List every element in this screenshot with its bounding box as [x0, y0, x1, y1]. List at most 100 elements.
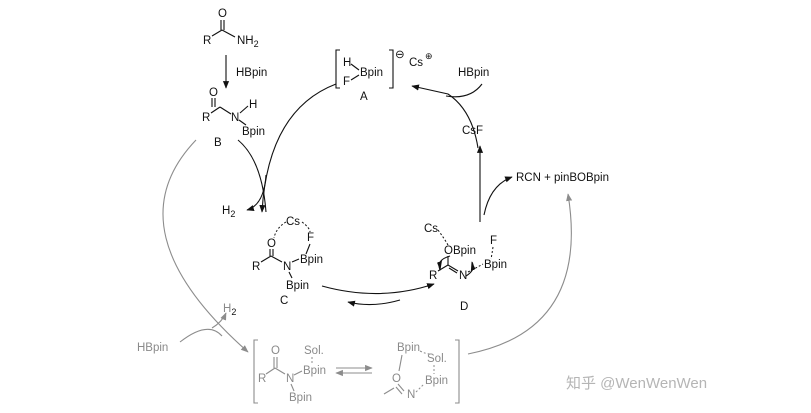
c-bpin2-label: Bpin — [286, 280, 309, 292]
g1-o-label: O — [271, 345, 280, 357]
g2-bond-r — [383, 387, 395, 395]
compound-a-structure: H F Bpin ⊖ Cs ⊕ — [335, 49, 433, 89]
arrow-a-to-c — [259, 83, 337, 213]
c-o-label: O — [267, 238, 276, 250]
g1-bpin2-label: Bpin — [289, 392, 312, 404]
arrow-d-to-c — [347, 299, 401, 307]
d-f-label: F — [490, 235, 497, 247]
g2-sol-label: Sol. — [427, 353, 447, 365]
compound-d-structure: Cs OBpin F R N Bpin — [424, 223, 507, 282]
g1-r-label: R — [258, 373, 266, 385]
a-charge: ⊖ — [395, 49, 405, 61]
arrow-c-to-d — [321, 283, 435, 295]
d-cs-label: Cs — [424, 223, 438, 235]
g2-bpin1-label: Bpin — [397, 342, 420, 354]
g1-bond-nb1 — [293, 370, 303, 376]
compound-a-label: A — [360, 91, 368, 103]
compound-b-label: B — [214, 137, 222, 149]
arrow-hbpin-gray — [179, 328, 223, 343]
reagent-hbpin-gray: HBpin — [137, 342, 168, 354]
g2-bpin2-label: Bpin — [425, 375, 448, 387]
g2-dash-n-b — [415, 383, 425, 393]
amide-structure: R O NH2 — [203, 8, 259, 49]
c-dash-cs-o — [273, 221, 287, 239]
g1-n-label: N — [286, 373, 294, 385]
d-dash-f-b — [490, 246, 494, 260]
d-bond-cn-2 — [448, 267, 458, 274]
b-bond-r — [210, 106, 221, 114]
g2-o-label: O — [392, 373, 401, 385]
arrow-csf-to-a — [411, 84, 479, 149]
d-curly-arrow-right — [465, 261, 476, 277]
d-dash-cs-o — [437, 229, 449, 246]
gray-bracket-right — [455, 339, 460, 404]
g1-bond-r — [265, 367, 276, 375]
a-bond-f — [350, 74, 360, 81]
a-bracket-left — [335, 49, 340, 89]
products-label: RCN + pinBOBpin — [516, 172, 609, 184]
b-h-label: H — [249, 99, 257, 111]
g2-n-label: N — [407, 389, 415, 401]
b-r-label: R — [202, 112, 210, 124]
amide-o-label: O — [218, 8, 227, 20]
gray-structure-2: Bpin Sol. O N Bpin — [383, 342, 448, 401]
b-o-label: O — [209, 87, 218, 99]
arrow-b-to-gray — [162, 139, 249, 353]
b-n-label: N — [231, 112, 239, 124]
amide-nh2-label: NH2 — [237, 35, 259, 49]
a-bracket-right — [389, 49, 394, 89]
c-dash-cs-f — [301, 221, 311, 233]
h2-main: H2 — [222, 205, 235, 219]
compound-d-label: D — [460, 301, 468, 313]
arrow-h2-gray — [211, 312, 227, 329]
a-bpin-label: Bpin — [360, 67, 383, 79]
g2-bond-ob — [398, 354, 403, 372]
b-bpin-label: Bpin — [242, 126, 265, 138]
d-bpin-label: Bpin — [484, 259, 507, 271]
b-bond-n — [219, 106, 232, 115]
c-cs-label: Cs — [286, 216, 300, 228]
reagent-hbpin-right: HBpin — [458, 67, 489, 79]
a-h-label: H — [343, 57, 351, 69]
gray-structure-1: O R N Sol. Bpin Bpin — [258, 345, 326, 404]
d-dash-n-b — [467, 263, 484, 273]
gray-bracket-left — [253, 339, 258, 404]
a-bond-h — [350, 63, 360, 71]
compound-c-label: C — [280, 295, 288, 307]
arrow-to-products — [483, 176, 513, 216]
g1-bond-n — [274, 367, 286, 375]
a-f-label: F — [343, 76, 350, 88]
g2-dash-b-sol — [419, 350, 431, 355]
watermark: 知乎 @WenWenWen — [566, 375, 707, 392]
c-bond-nb1 — [291, 258, 300, 263]
g2-bond-cn-2 — [395, 386, 403, 395]
amide-bond-r — [211, 29, 223, 37]
c-n-label: N — [283, 261, 291, 273]
c-r-label: R — [252, 261, 260, 273]
d-bond-cn-1 — [447, 264, 459, 272]
compound-b-structure: O R N H Bpin — [202, 87, 265, 138]
d-r-label: R — [429, 270, 437, 282]
a-cs-label: Cs — [409, 57, 423, 69]
d-obpin-label: OBpin — [444, 245, 476, 257]
d-n-label: N — [459, 270, 467, 282]
compound-c-structure: Cs F O R N Bpin Bpin — [252, 216, 323, 292]
b-bond-b — [238, 119, 247, 126]
h2-gray: H2 — [223, 303, 236, 317]
arrow-h2-release — [246, 174, 267, 211]
arrow-gray-to-products — [467, 193, 573, 355]
c-bond-nb2 — [288, 271, 293, 279]
b-bond-h — [239, 105, 249, 114]
c-bond-f-b — [305, 243, 311, 255]
g1-bond-nb2 — [290, 383, 295, 392]
g2-bond-cn-1 — [397, 383, 405, 392]
g1-sol-label: Sol. — [304, 345, 324, 357]
d-curly-arrow-left — [437, 255, 451, 271]
g1-bpin1-label: Bpin — [303, 365, 326, 377]
arrow-hbpin-in — [445, 83, 483, 98]
reagent-csf: CsF — [462, 125, 483, 137]
amide-bond-n — [221, 29, 236, 38]
amide-r-label: R — [203, 35, 211, 47]
c-f-label: F — [307, 232, 314, 244]
